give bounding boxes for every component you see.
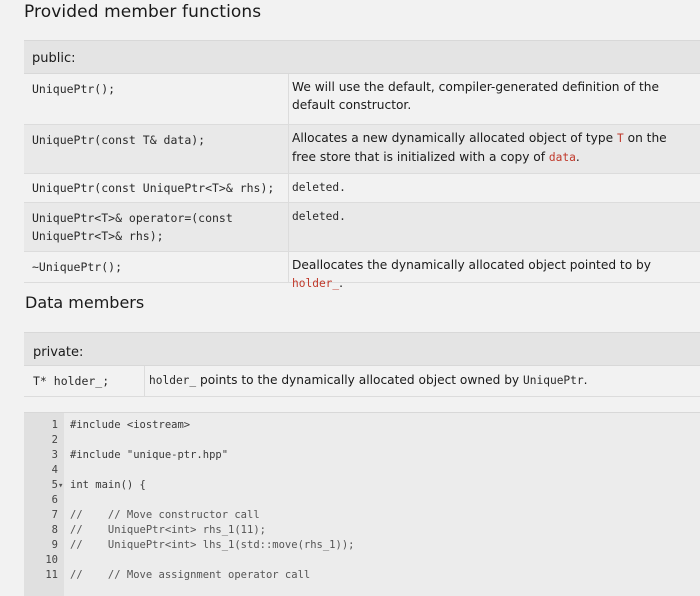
table-row: UniquePtr(const T& data); Allocates a new…	[24, 125, 700, 174]
code-line: 7 // // Move constructor call	[36, 508, 354, 523]
code-lines: 1 #include <iostream> 2 3 #include "unique-p…	[36, 418, 354, 583]
description-text: Deallocates the dynamically allocated ob…	[292, 258, 651, 272]
line-number: 4	[51, 464, 58, 476]
access-specifier-private: private:	[24, 332, 700, 366]
description-text: .	[583, 373, 588, 387]
code-line: 5▾ int main() {	[36, 478, 354, 493]
function-signature: UniquePtr(const T& data);	[32, 133, 206, 147]
table-row: ~UniquePtr(); Deallocates the dynamically…	[24, 252, 700, 290]
inline-code: data	[548, 151, 576, 164]
line-number: 1	[51, 419, 58, 431]
code-text: // // Move constructor call	[70, 509, 260, 521]
line-number: 2	[51, 434, 58, 446]
function-description: We will use the default, compiler-genera…	[288, 74, 700, 124]
line-number: 8	[51, 524, 58, 536]
inline-code: holder_	[149, 374, 197, 387]
code-text: #include "unique-ptr.hpp"	[70, 449, 229, 461]
code-line: 4	[36, 463, 354, 478]
code-text: #include <iostream>	[70, 419, 191, 431]
inline-code: deleted.	[292, 181, 346, 194]
function-signature: UniquePtr(const UniquePtr<T>& rhs);	[32, 181, 275, 195]
line-number: 9	[51, 539, 58, 551]
code-text: int main() {	[70, 479, 146, 491]
code-text: // UniquePtr<int> lhs_1(std::move(rhs_1)…	[70, 539, 355, 551]
table-row: T* holder_; holder_ points to the dynami…	[24, 366, 700, 397]
code-line: 1 #include <iostream>	[36, 418, 354, 433]
inline-code: UniquePtr	[523, 374, 584, 387]
code-line: 6	[36, 493, 354, 508]
line-number: 11	[45, 569, 58, 581]
code-line: 10	[36, 553, 354, 568]
description-text: .	[339, 276, 344, 290]
section-title-data-members: Data members	[25, 293, 145, 312]
function-signature: UniquePtr();	[32, 82, 116, 96]
code-line: 3 #include "unique-ptr.hpp"	[36, 448, 354, 463]
description-text: points to the dynamically allocated obje…	[196, 373, 524, 387]
member-description: holder_ points to the dynamically alloca…	[144, 366, 700, 396]
fold-toggle-icon[interactable]: ▾	[58, 481, 64, 491]
inline-code: deleted.	[292, 210, 346, 223]
table-row: UniquePtr<T>& operator=(const UniquePtr<…	[24, 203, 700, 252]
description-text: on the free store that is initialized wi…	[292, 131, 667, 164]
line-number: 7	[51, 509, 58, 521]
description-text: We will use the default, compiler-genera…	[292, 80, 660, 112]
access-label: public:	[32, 51, 76, 66]
table-row: UniquePtr(const UniquePtr<T>& rhs); delet…	[24, 174, 700, 203]
code-text: // // Move assignment operator call	[70, 569, 311, 581]
data-members-table: private: T* holder_; holder_ points to t…	[24, 332, 700, 397]
table-row: UniquePtr(); We will use the default, com…	[24, 74, 700, 125]
code-editor[interactable]: 1 #include <iostream> 2 3 #include "unique-p…	[24, 412, 700, 596]
line-number-gutter	[24, 413, 64, 596]
code-line: 11 // // Move assignment operator call	[36, 568, 354, 583]
description-text: .	[575, 150, 580, 164]
inline-code: T	[616, 132, 624, 145]
function-description: deleted.	[288, 203, 700, 251]
line-number: 6	[51, 494, 58, 506]
function-signature: UniquePtr<T>& operator=(const UniquePtr<…	[32, 211, 233, 243]
section-title-member-functions: Provided member functions	[24, 2, 262, 22]
description-text: Allocates a new dynamically allocated ob…	[292, 131, 617, 145]
code-line: 9 // UniquePtr<int> lhs_1(std::move(rhs_1…	[36, 538, 355, 553]
code-line: 8 // UniquePtr<int> rhs_1(11);	[36, 523, 354, 538]
line-number: 5	[51, 479, 58, 491]
code-text: // UniquePtr<int> rhs_1(11);	[70, 524, 266, 536]
function-description: deleted.	[288, 174, 700, 202]
function-description: Deallocates the dynamically allocated ob…	[288, 252, 700, 290]
access-label: private:	[33, 345, 84, 360]
line-number: 3	[51, 449, 58, 461]
code-line: 2	[36, 433, 354, 448]
member-signature: T* holder_;	[33, 374, 110, 388]
inline-code: holder_	[292, 277, 340, 290]
function-description: Allocates a new dynamically allocated ob…	[288, 125, 700, 173]
line-number: 10	[45, 554, 58, 566]
access-specifier-public: public:	[24, 40, 700, 74]
member-functions-table: public: UniquePtr(); We will use the defa…	[24, 40, 700, 290]
function-signature: ~UniquePtr();	[32, 260, 123, 274]
